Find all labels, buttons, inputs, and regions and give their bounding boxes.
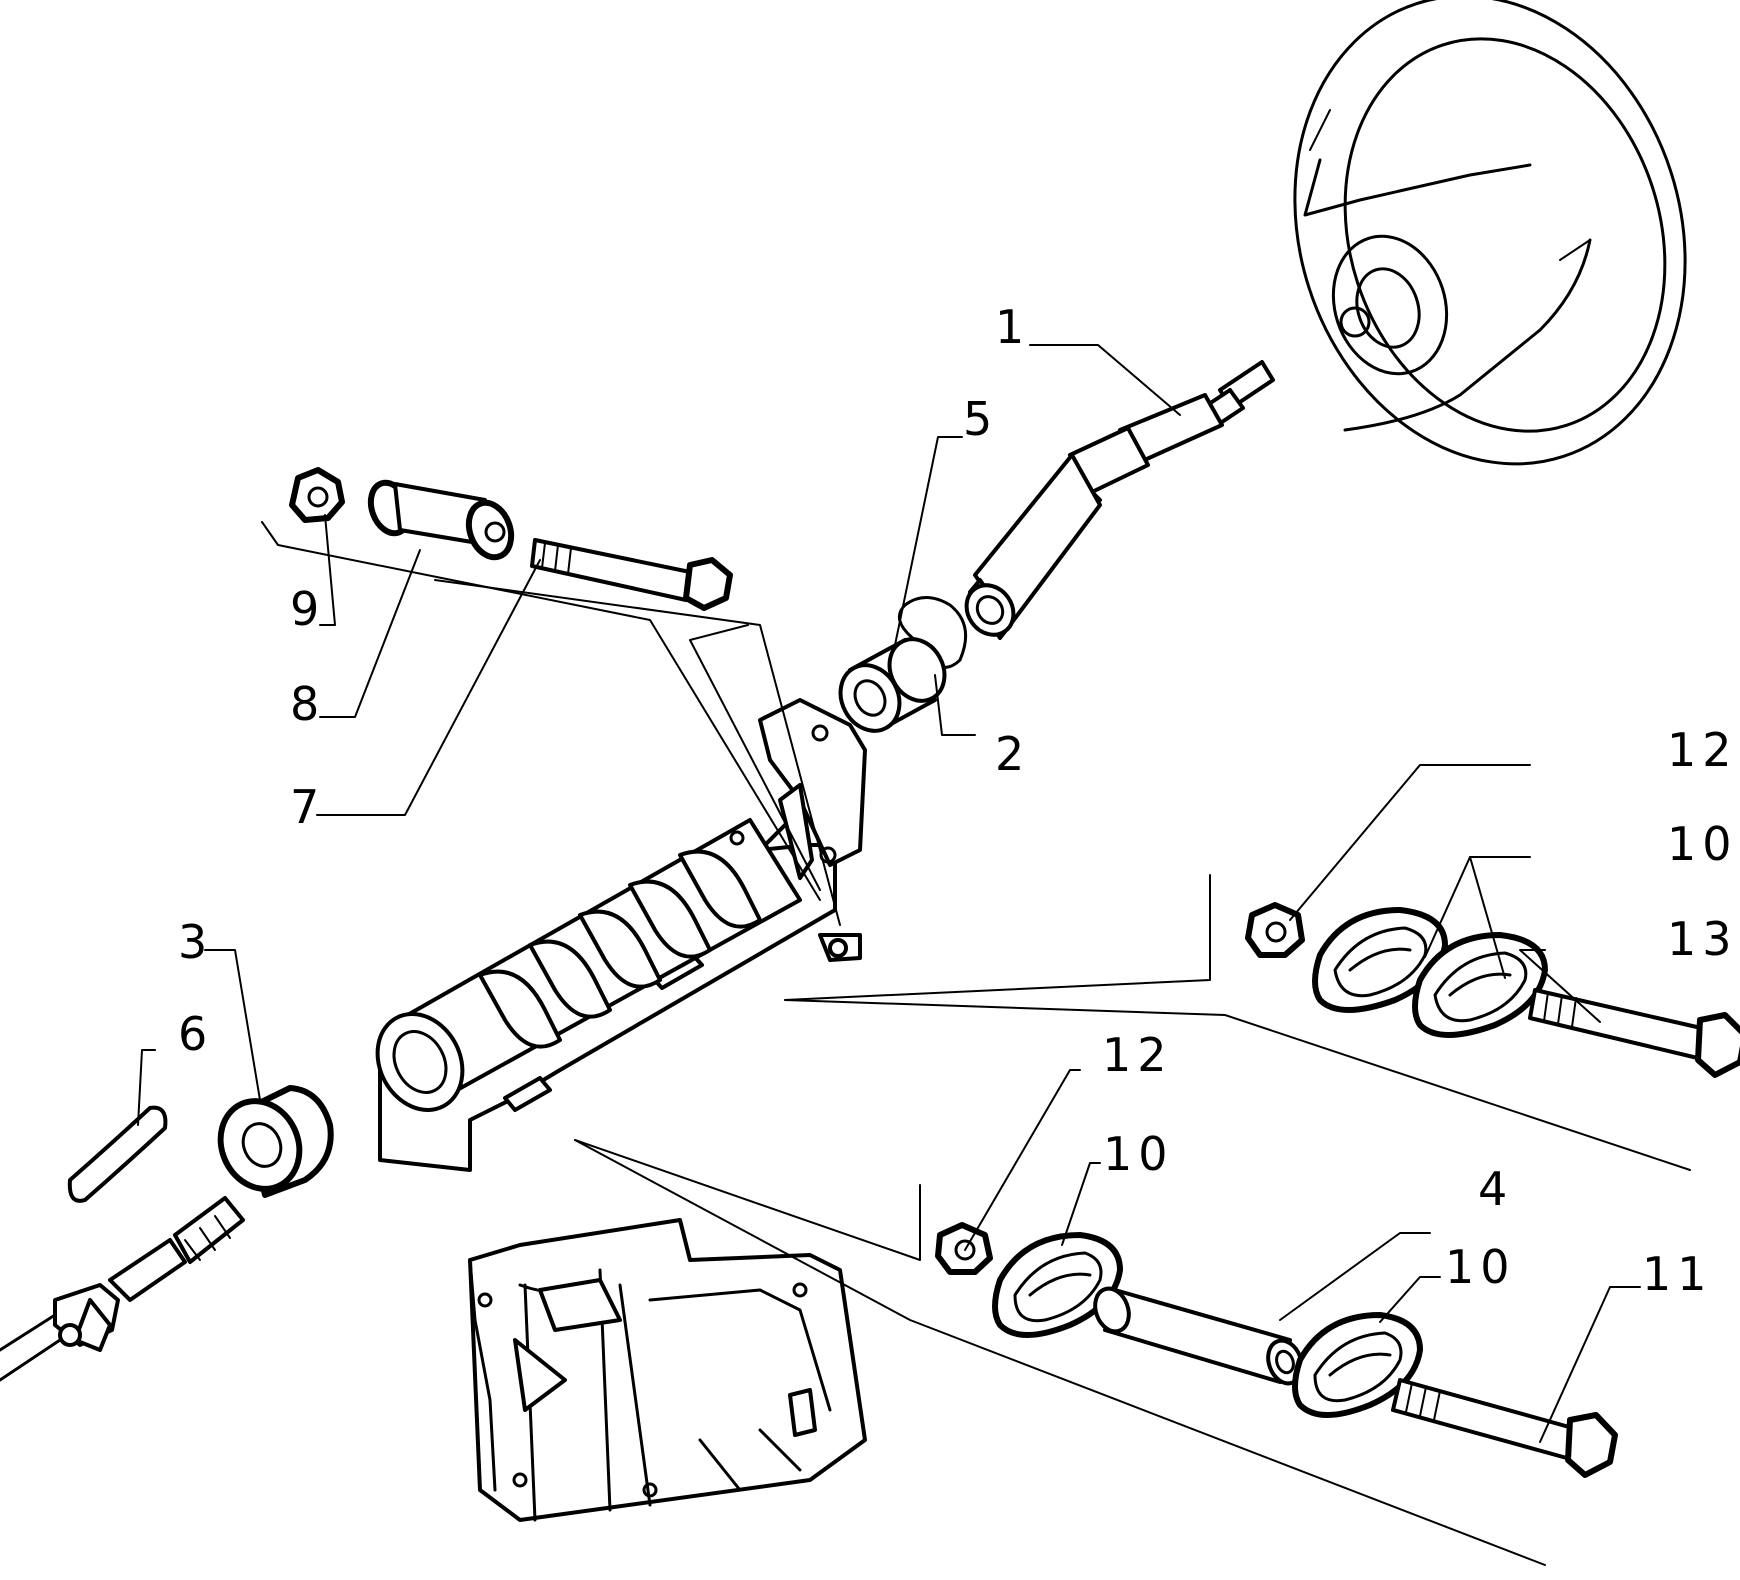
callout-9: 9 xyxy=(290,582,325,636)
part-12-nut-upper xyxy=(1245,902,1305,958)
callout-10-upper: 10 xyxy=(1667,817,1738,871)
callout-labels: 1 2 3 4 5 6 7 8 9 10 10 10 11 12 12 13 xyxy=(178,300,1738,1301)
callout-3: 3 xyxy=(178,915,213,969)
callout-12-upper: 12 xyxy=(1667,723,1738,777)
part-3-bushing xyxy=(217,1085,334,1198)
callout-12-lower: 12 xyxy=(1102,1028,1173,1082)
callout-4: 4 xyxy=(1478,1162,1513,1216)
part-1-steering-shaft xyxy=(964,360,1275,640)
callout-10-lower-right: 10 xyxy=(1445,1240,1516,1294)
part-12-nut-lower xyxy=(935,1222,993,1275)
callout-2: 2 xyxy=(995,727,1030,781)
part-7-bolt xyxy=(530,538,733,611)
leader-lines xyxy=(137,344,1641,1443)
reference-lines xyxy=(261,521,1691,1566)
callout-5: 5 xyxy=(963,392,998,446)
part-6-dust-boot xyxy=(67,1105,168,1203)
callout-7: 7 xyxy=(290,780,325,834)
steering-wheel xyxy=(1293,0,1687,466)
mounting-bracket xyxy=(468,1218,867,1522)
callout-6: 6 xyxy=(178,1007,213,1061)
part-5-bushing xyxy=(838,637,947,733)
intermediate-shaft-ujoint xyxy=(0,1196,245,1382)
part-11-bolt xyxy=(1391,1378,1618,1478)
part-10-washer-lower-b xyxy=(1292,1312,1423,1418)
part-4-spacer-tube xyxy=(1093,1286,1304,1386)
part-13-bolt xyxy=(1528,988,1740,1078)
steering-rack-housing xyxy=(375,698,867,1172)
part-9-nut xyxy=(289,467,345,523)
callout-13: 13 xyxy=(1667,912,1738,966)
callout-10-lower-left: 10 xyxy=(1103,1127,1174,1181)
callout-1: 1 xyxy=(995,300,1030,354)
callout-11: 11 xyxy=(1642,1247,1713,1301)
part-8-spacer xyxy=(367,479,515,561)
callout-8: 8 xyxy=(290,677,325,731)
part-2-circlip xyxy=(897,596,968,669)
